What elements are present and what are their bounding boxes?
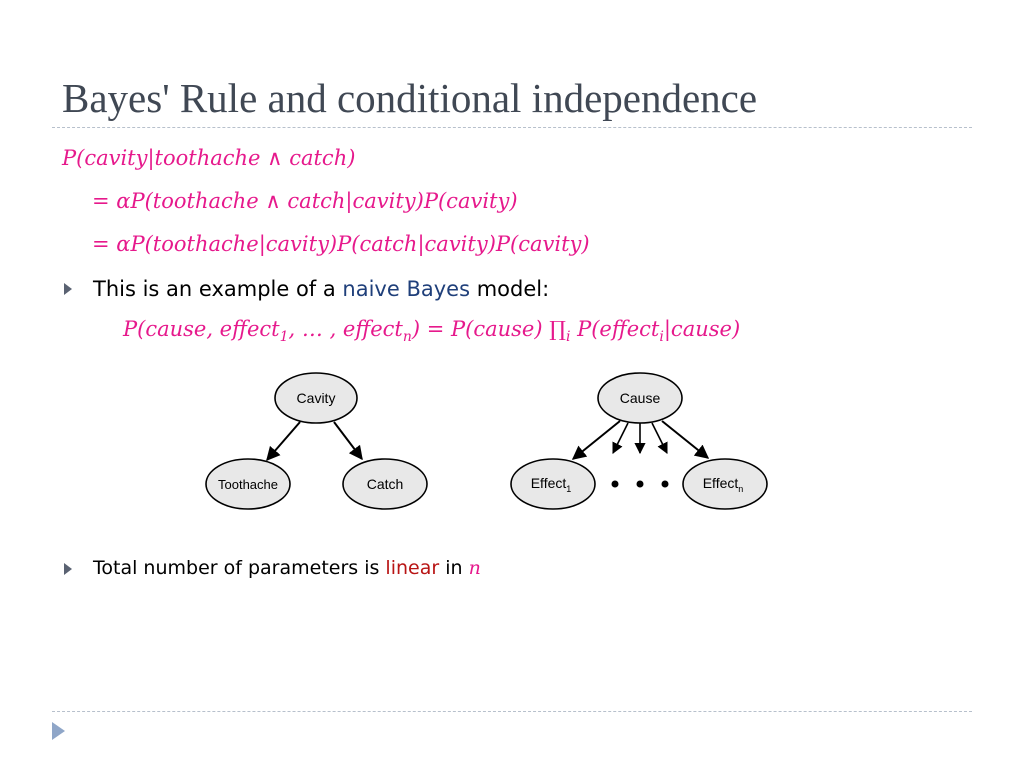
bullet-prefix: Total number of parameters is (93, 557, 386, 579)
cavity-network-diagram: Cavity Toothache Catch (205, 372, 428, 510)
cause-network-diagram: Cause Effect1 Effectn (510, 372, 768, 510)
bullet-middle: in (439, 557, 469, 579)
bullet-text-parameters: Total number of parameters is linear in … (93, 557, 481, 579)
toothache-node-label: Toothache (218, 477, 278, 492)
formula-part: , … , effect (288, 317, 403, 341)
n-math: n (468, 557, 481, 579)
effect-n-subscript: n (738, 484, 743, 494)
bullet-text-naive-bayes: This is an example of a naive Bayes mode… (93, 277, 549, 301)
effect-1-text: Effect (531, 475, 567, 491)
effect-n-text: Effect (703, 475, 739, 491)
effect-n-node (682, 458, 768, 510)
naive-bayes-formula: P(cause, effect1, … , effectn) = P(cause… (123, 317, 740, 345)
cause-node-label: Cause (620, 390, 661, 406)
ellipsis-dot (661, 480, 669, 488)
ellipsis-dot (636, 480, 644, 488)
footer-divider (52, 711, 972, 712)
formula-part: |cause) (663, 317, 741, 341)
equation-line-1: P(cavity|toothache ∧ catch) (62, 146, 356, 170)
effect-1-node-label: Effect1 (531, 475, 572, 494)
catch-node (342, 458, 428, 510)
effect-n-node-label: Effectn (703, 475, 744, 494)
formula-subscript: i (659, 329, 664, 346)
equation-line-3: = αP(toothache|cavity)P(catch|cavity)P(c… (92, 232, 590, 256)
formula-part: P(cause, effect (123, 317, 280, 341)
effect-1-node (510, 458, 596, 510)
cavity-node-label: Cavity (297, 390, 336, 406)
catch-node-label: Catch (367, 476, 404, 492)
bullet-icon (64, 283, 72, 295)
naive-bayes-highlight: naive Bayes (342, 277, 471, 301)
formula-part: P(effect (570, 317, 660, 341)
formula-part: ) = P(cause) (411, 317, 550, 341)
bullet-prefix: This is an example of a (93, 277, 343, 301)
edge-cavity-toothache (266, 421, 301, 462)
bullet-icon (64, 563, 72, 575)
toothache-node (205, 458, 291, 510)
cavity-node (274, 372, 358, 424)
linear-highlight: linear (385, 557, 440, 579)
play-arrow-icon[interactable] (52, 722, 65, 740)
effect-1-subscript: 1 (566, 484, 571, 494)
edge-cavity-catch (333, 421, 363, 461)
formula-subscript: i (565, 329, 571, 346)
ellipsis-dot (611, 480, 619, 488)
edge-cause-effect-mid-3 (651, 422, 668, 455)
edge-cause-effect-mid-1 (612, 422, 629, 455)
bullet-suffix: model: (470, 277, 550, 301)
equation-line-2: = αP(toothache ∧ catch|cavity)P(cavity) (92, 189, 518, 213)
slide-title: Bayes' Rule and conditional independence (62, 75, 758, 121)
product-symbol: ∏ (549, 317, 566, 341)
formula-subscript: n (402, 329, 412, 346)
edge-cause-effectn (661, 420, 710, 459)
formula-subscript: 1 (279, 329, 289, 346)
edge-cause-effect1 (571, 420, 621, 460)
title-divider (52, 127, 972, 128)
